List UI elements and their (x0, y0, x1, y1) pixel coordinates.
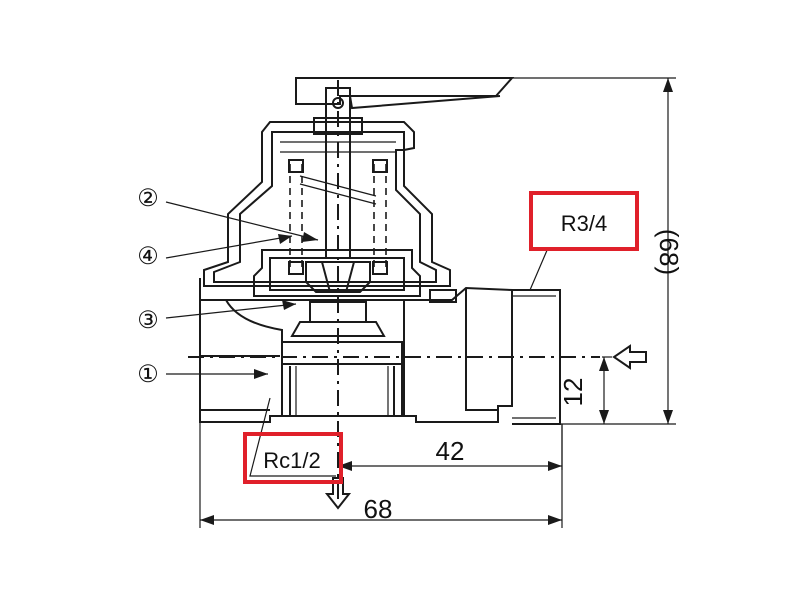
label-height-total: (68) (654, 229, 684, 275)
label-center-offset: 42 (436, 436, 465, 466)
part-callout-2: ② (137, 185, 319, 242)
thread-callout-outlet: Rc1/2 (243, 397, 343, 484)
valve-springs (288, 159, 388, 275)
svg-text:③: ③ (137, 307, 159, 334)
label-inlet-thread: R3/4 (561, 211, 607, 236)
label-outlet-thread: Rc1/2 (263, 448, 320, 473)
part-callout-4: ④ (137, 234, 293, 270)
svg-text:②: ② (137, 185, 159, 212)
dimension-center-offset (338, 424, 563, 471)
part-callout-3: ③ (137, 300, 297, 334)
part-callout-1: ① (137, 361, 268, 388)
dimension-total-height (512, 77, 676, 425)
label-width-total: 68 (364, 494, 393, 524)
dimension-inlet-height (599, 356, 612, 424)
center-lines (188, 80, 600, 500)
thread-callout-inlet: R3/4 (529, 191, 639, 291)
hollow-arrow-left-icon (612, 344, 647, 370)
valve-handle (295, 77, 515, 110)
label-inlet-height: 12 (558, 378, 588, 407)
svg-text:①: ① (137, 361, 159, 388)
svg-text:④: ④ (137, 243, 159, 270)
valve-bonnet (203, 121, 451, 287)
valve-diaphragm (253, 249, 421, 323)
